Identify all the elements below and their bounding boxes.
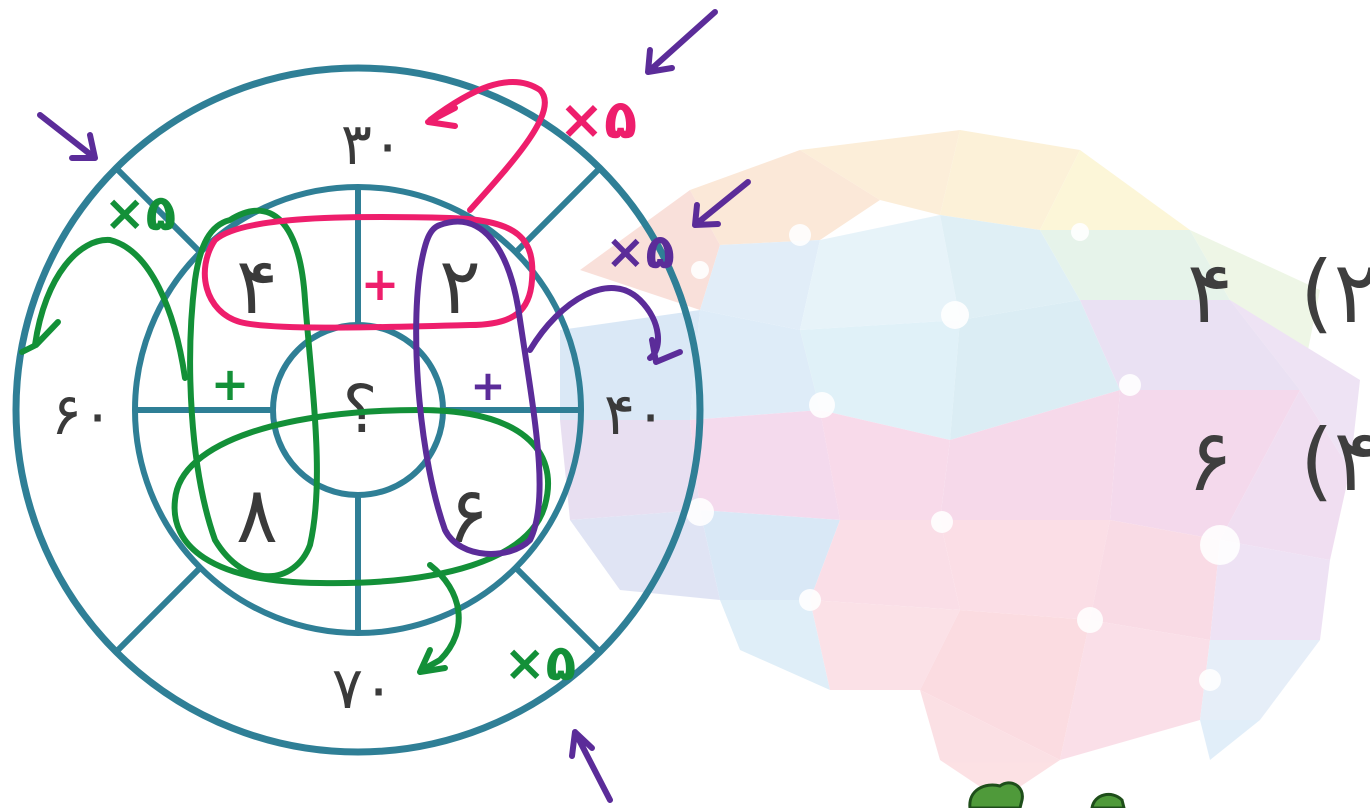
inner-number-top-left: ۴ [236,242,278,332]
option-2-value: ۴ [1187,243,1233,343]
option-4-label: (۴ [1300,411,1370,511]
outer-number-top: ۳۰ [341,110,403,178]
multiplier-5-label: ×۵ [104,184,176,242]
plus-sign: + [361,257,400,311]
plus-sign: + [470,361,505,410]
cartoon-character-icon [970,783,1124,808]
multiplier-5-label: ×۵ [559,88,637,151]
brain-watermark [560,130,1360,800]
multiplier-5-label: ×۵ [605,224,675,280]
outer-number-right: ۴۰ [604,380,666,448]
arrow-icon [40,115,95,158]
option-4-value: ۶ [1187,411,1233,511]
inner-number-bottom-left: ۸ [236,471,278,561]
outer-number-left: ۶۰ [51,380,113,448]
arrow-icon [572,732,610,800]
option-2-label: (۲ [1300,243,1370,343]
outer-number-bottom: ۷۰ [332,654,394,722]
plus-sign: + [211,357,250,411]
arrow-icon [648,12,715,72]
inner-number-top-right: ۲ [439,242,481,332]
multiplier-5-label: ×۵ [504,634,576,692]
